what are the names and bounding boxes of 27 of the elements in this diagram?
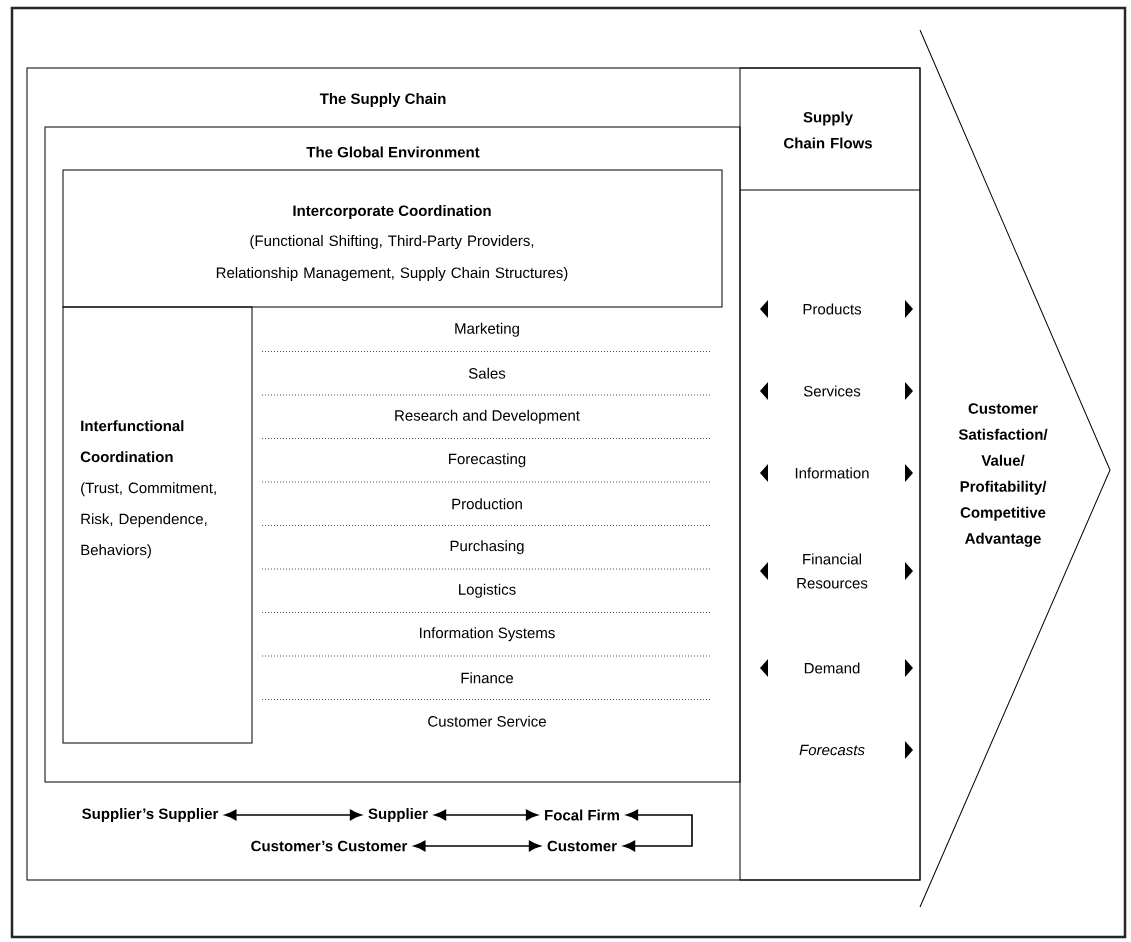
flow-label: Forecasts: [799, 744, 865, 756]
function-row: Logistics: [459, 583, 516, 598]
chain-member: Customer’s Customer: [251, 840, 408, 852]
chain-member: Customer: [547, 840, 617, 852]
function-row: Production: [452, 498, 522, 510]
function-row: Sales: [468, 367, 506, 379]
double-arrow: [413, 840, 541, 852]
flow-label: Financial Resources: [797, 553, 868, 589]
function-row: Marketing: [455, 322, 519, 337]
flow-label: Services: [803, 385, 861, 397]
coordination-box: Interfunctional Coordination (Trust, Commitment, Risk, Dependence, Behaviors): [62, 306, 253, 744]
double-arrow: [434, 809, 538, 821]
chain-member: Supplier: [368, 808, 428, 822]
chain-member: Focal Firm: [545, 809, 619, 821]
double-arrow: [623, 809, 693, 852]
flow-label: Information: [795, 467, 869, 479]
flow-label: Products: [803, 303, 862, 315]
flow-label: Demand: [804, 662, 860, 674]
function-row: Forecasting: [449, 453, 526, 468]
function-row: Research and Development: [395, 409, 580, 424]
double-arrow: [224, 809, 362, 821]
function-row: Information Systems: [420, 627, 555, 642]
function-row: Finance: [461, 672, 513, 684]
chain-member: Supplier’s Supplier: [82, 808, 219, 822]
coordination-box: Intercorporate Coordination (Functional Shifting, Third-Party Providers, Relationship Management, Supply Chain Structures): [62, 169, 723, 308]
function-row: Purchasing: [450, 540, 524, 555]
function-row: Customer Service: [428, 715, 546, 727]
